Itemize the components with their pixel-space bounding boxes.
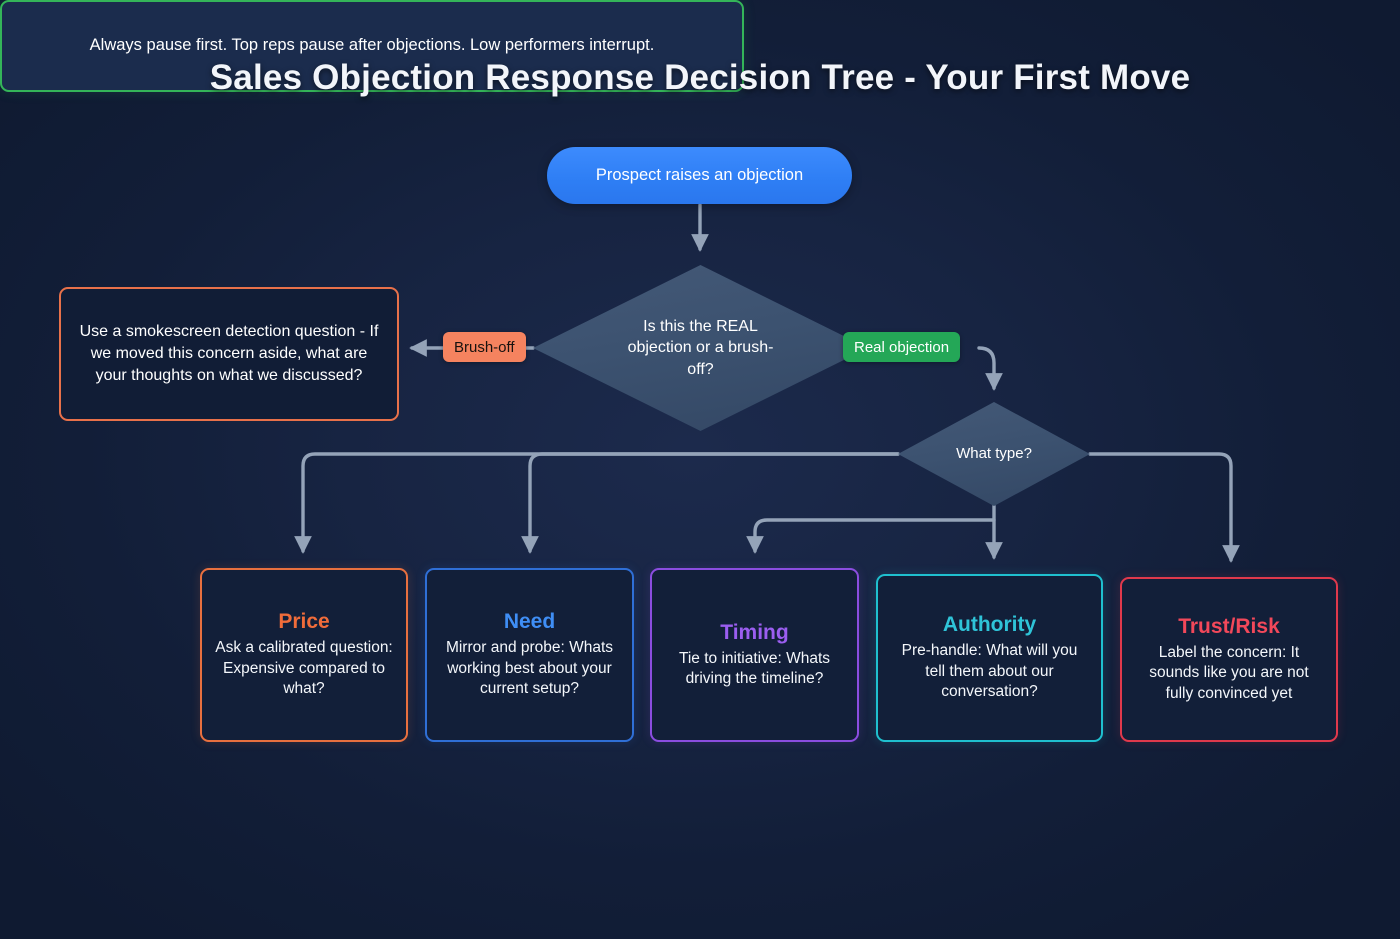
node-branch-need-body: Mirror and probe: Whats working best abo… — [445, 639, 614, 698]
node-branch-price[interactable]: Price Ask a calibrated question: Expensi… — [200, 568, 408, 742]
node-decision-what-type-label: What type? — [956, 445, 1032, 463]
node-branch-authority[interactable]: Authority Pre-handle: What will you tell… — [876, 574, 1103, 742]
node-branch-need-title: Need — [503, 610, 556, 634]
connector-whattype-to-need — [521, 452, 900, 554]
node-branch-authority-title: Authority — [942, 613, 1037, 637]
connector-whattype-to-timing — [746, 518, 996, 554]
node-branch-trust-risk-body: Label the concern: It sounds like you ar… — [1149, 643, 1309, 702]
node-branch-need[interactable]: Need Mirror and probe: Whats working bes… — [425, 568, 634, 742]
node-branch-timing-body: Tie to initiative: Whats driving the tim… — [678, 649, 831, 688]
node-branch-timing[interactable]: Timing Tie to initiative: Whats driving … — [650, 568, 859, 742]
page-title: Sales Objection Response Decision Tree -… — [209, 58, 1191, 97]
node-decision-what-type[interactable]: What type? — [898, 402, 1090, 506]
node-branch-trust-risk-title: Trust/Risk — [1178, 614, 1280, 638]
connector-whattype-to-trust — [1088, 452, 1240, 563]
node-smokescreen-text: Use a smokescreen detection question - I… — [79, 322, 379, 385]
connector-whattype-to-price — [294, 452, 900, 554]
node-start-label: Prospect raises an objection — [595, 166, 804, 184]
edge-label-brush-off[interactable]: Brush-off — [443, 332, 526, 362]
node-branch-price-title: Price — [278, 610, 330, 634]
node-branch-trust-risk[interactable]: Trust/Risk Label the concern: It sounds … — [1120, 577, 1338, 742]
node-start[interactable]: Prospect raises an objection — [547, 147, 852, 204]
node-decision-real-or-brushoff[interactable]: Is this the REAL objection or a brush-of… — [533, 265, 868, 431]
footer-callout: Always pause first. Top reps pause after… — [0, 0, 744, 92]
node-branch-authority-body: Pre-handle: What will you tell them abou… — [901, 642, 1078, 701]
node-smokescreen-response[interactable]: Use a smokescreen detection question - I… — [59, 287, 399, 421]
node-branch-price-body: Ask a calibrated question: Expensive com… — [215, 639, 393, 698]
edge-label-real-objection[interactable]: Real objection — [843, 332, 961, 362]
node-branch-timing-title: Timing — [720, 620, 789, 644]
footer-callout-text: Always pause first. Top reps pause after… — [89, 36, 655, 55]
node-decision-real-label: Is this the REAL objection or a brush-of… — [627, 318, 774, 378]
connector-real-to-whattype — [977, 346, 1003, 391]
